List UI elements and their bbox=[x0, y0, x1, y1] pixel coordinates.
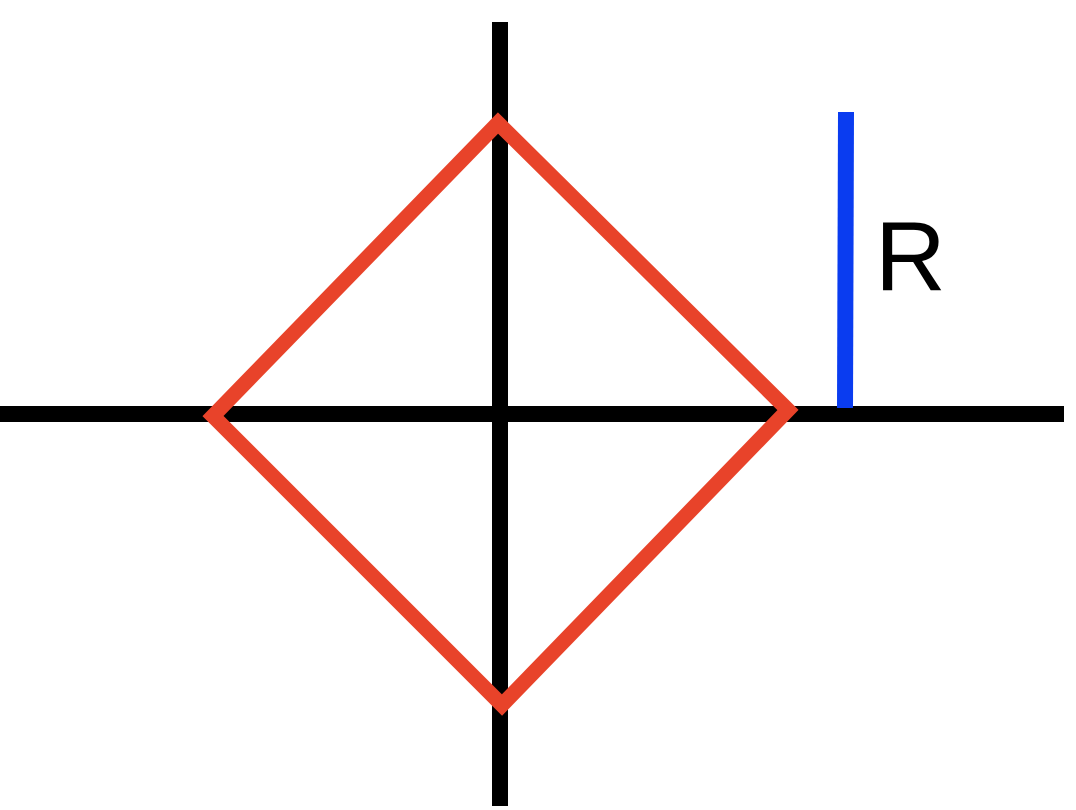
radius-label: R bbox=[875, 201, 946, 311]
radius-marker-line bbox=[837, 111, 854, 409]
axes bbox=[0, 22, 1064, 806]
red-diamond-shape bbox=[202, 112, 799, 716]
